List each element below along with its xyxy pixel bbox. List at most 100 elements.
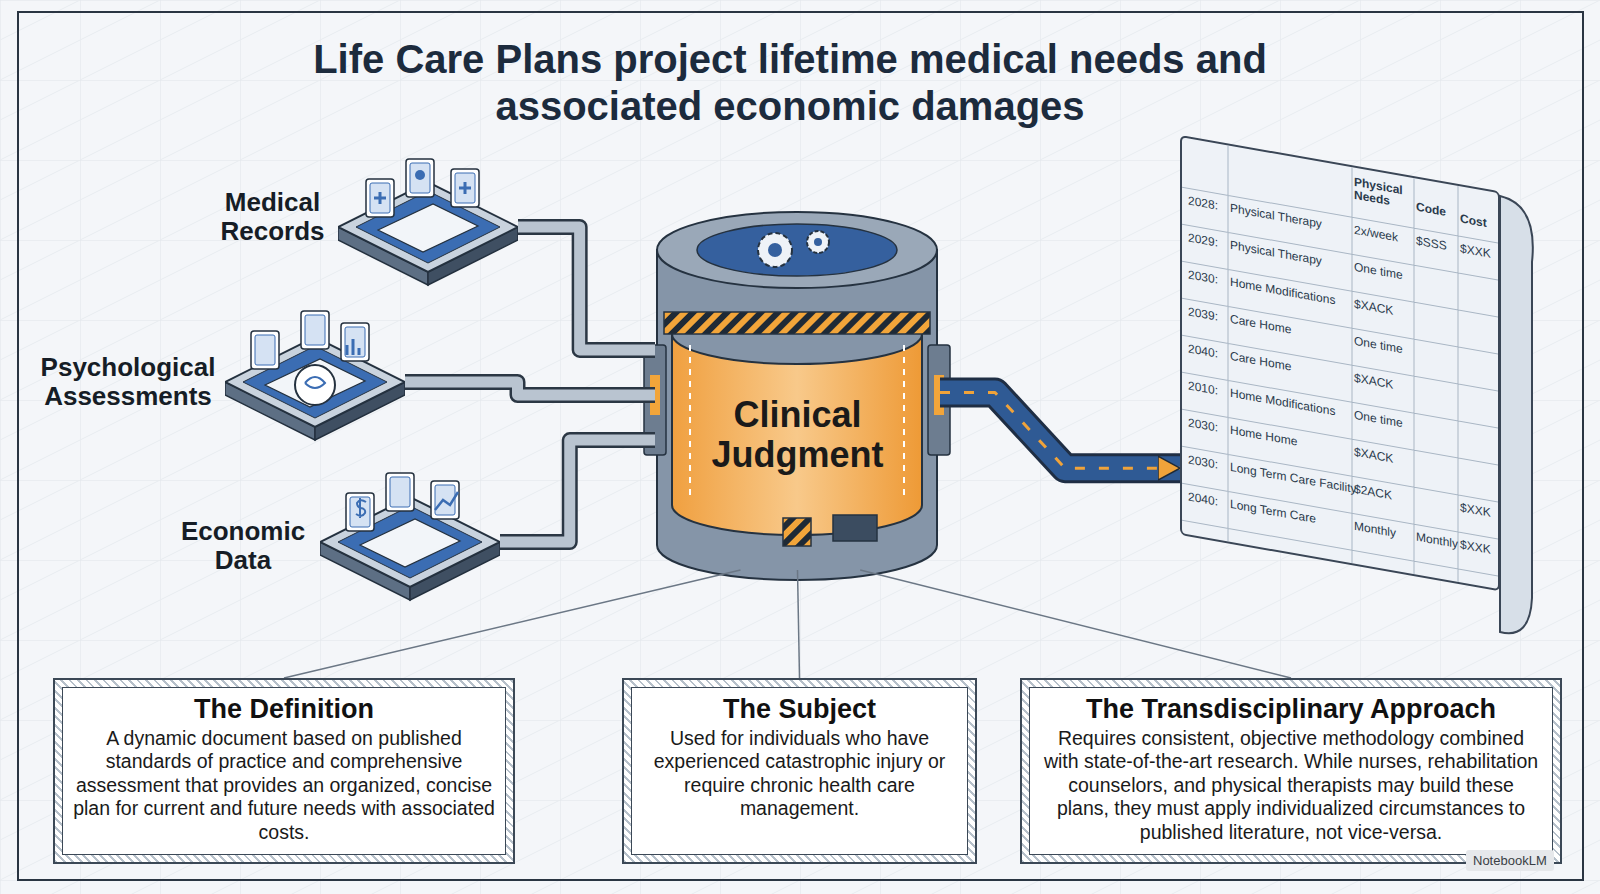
gear-hub [814, 238, 822, 246]
watermark: NotebookLM [1466, 850, 1554, 871]
info-card: The Transdisciplinary ApproachRequires c… [1020, 678, 1562, 864]
pipe-fill [500, 440, 655, 542]
pipe-connector [405, 382, 655, 395]
card-body: A dynamic document based on published st… [73, 727, 495, 844]
table-cell: Care Home [1230, 350, 1372, 388]
belt-tread [940, 393, 1180, 469]
pipe-outline [405, 382, 655, 395]
input-platform: Psychological Assessments [225, 327, 405, 437]
brain-symbol [305, 377, 325, 388]
card-panel: The Transdisciplinary ApproachRequires c… [1029, 687, 1553, 855]
hazard-square [783, 518, 811, 546]
table-cell: $XACK [1354, 298, 1434, 325]
diagram-title: Life Care Plans project lifetime medical… [295, 36, 1285, 130]
records-platform [338, 159, 518, 285]
table-cell: One time [1354, 335, 1434, 362]
column-header: Physical Needs [1354, 176, 1414, 213]
pipe-fill [518, 227, 655, 350]
input-platform: Economic Data [320, 487, 500, 597]
leader-line [860, 570, 1291, 678]
hazard-band [664, 312, 930, 334]
cylinder-top [657, 212, 937, 288]
leader-line [284, 570, 741, 678]
card-panel: The SubjectUsed for individuals who have… [631, 687, 968, 855]
trend-symbol [435, 492, 458, 510]
scroll-curl [1500, 196, 1533, 633]
card-icon [431, 481, 459, 519]
core-dash [690, 345, 904, 500]
pipe-connector [518, 227, 655, 350]
table-cell: $2ACK [1354, 483, 1434, 510]
gear [758, 233, 792, 267]
card-icon [251, 331, 279, 369]
card-icon [341, 323, 369, 361]
card-heading: The Definition [73, 694, 495, 725]
table-cell: Long Term Care Facility [1230, 461, 1372, 499]
card-icon [406, 159, 434, 197]
platform-label: Psychological Assessments [33, 353, 223, 411]
table-cell: Care Home [1230, 313, 1372, 351]
table-cell: $XXK [1460, 242, 1491, 261]
column-header: Code [1416, 201, 1458, 222]
plus-symbol [374, 182, 471, 204]
card-icon [301, 311, 329, 349]
table-cell: $XACK [1354, 446, 1434, 473]
table-cell: One time [1354, 409, 1434, 436]
table-cell: $XXK [1460, 501, 1491, 520]
table-cell: Home Modifications [1230, 276, 1372, 314]
table-cell: Physical Therapy [1230, 239, 1372, 277]
cylinder-well [697, 224, 897, 276]
pipe-outline [500, 440, 655, 542]
cylinder-body [657, 250, 937, 580]
card-body: Requires consistent, objective methodolo… [1040, 727, 1542, 844]
pipe-outline [518, 227, 655, 350]
input-platform: Medical Records [338, 172, 518, 282]
judgment-cylinder: Clinical Judgment [655, 215, 940, 570]
pipe-fill [405, 382, 655, 395]
table-cell: $XACK [1354, 372, 1434, 399]
leader-stroke [798, 570, 800, 678]
chart-symbol [347, 339, 359, 355]
belt-surface [940, 393, 1180, 469]
gear [807, 231, 829, 253]
platform-label: Medical Records [215, 188, 330, 246]
table-cell: $SSS [1416, 235, 1447, 254]
card-panel: The DefinitionA dynamic document based o… [62, 687, 506, 855]
leader-stroke [284, 570, 741, 678]
table-cell: $XXK [1460, 538, 1491, 557]
card-heading: The Transdisciplinary Approach [1040, 694, 1542, 725]
head-symbol [295, 365, 335, 405]
info-card: The SubjectUsed for individuals who have… [622, 678, 977, 864]
table-cell: Long Term Care [1230, 498, 1372, 536]
pipe-connector [500, 440, 655, 542]
person-symbol [415, 170, 425, 180]
table-grid [1182, 137, 1498, 589]
table-cell: Physical Therapy [1230, 202, 1372, 240]
card-body: Used for individuals who have experience… [642, 727, 957, 821]
gear-hub [768, 243, 782, 257]
frame [18, 12, 1583, 880]
column-header: Cost [1460, 212, 1500, 232]
leader-stroke [860, 570, 1291, 678]
cost-table-scroll: Physical NeedsCodeCost2028:Physical Ther… [1180, 135, 1500, 591]
info-card: The DefinitionA dynamic document based o… [53, 678, 515, 864]
core-label: Clinical Judgment [695, 395, 900, 476]
economic-platform [320, 473, 500, 600]
table-line [1182, 137, 1498, 589]
card-icon [386, 473, 414, 511]
conveyor-connector [940, 393, 1180, 469]
table-cell: One time [1354, 261, 1434, 288]
card-icon [346, 493, 374, 531]
platform-label: Economic Data [178, 517, 308, 575]
psych-platform [225, 311, 405, 440]
cylinder-machine [644, 212, 950, 580]
table-cell: Home Modifications [1230, 387, 1372, 425]
dollar-symbol [356, 498, 366, 518]
orange-core [672, 334, 922, 535]
card-heading: The Subject [642, 694, 957, 725]
control-panel [833, 515, 877, 541]
table-cell: Home Home [1230, 424, 1372, 462]
belt-outline [940, 393, 1180, 469]
